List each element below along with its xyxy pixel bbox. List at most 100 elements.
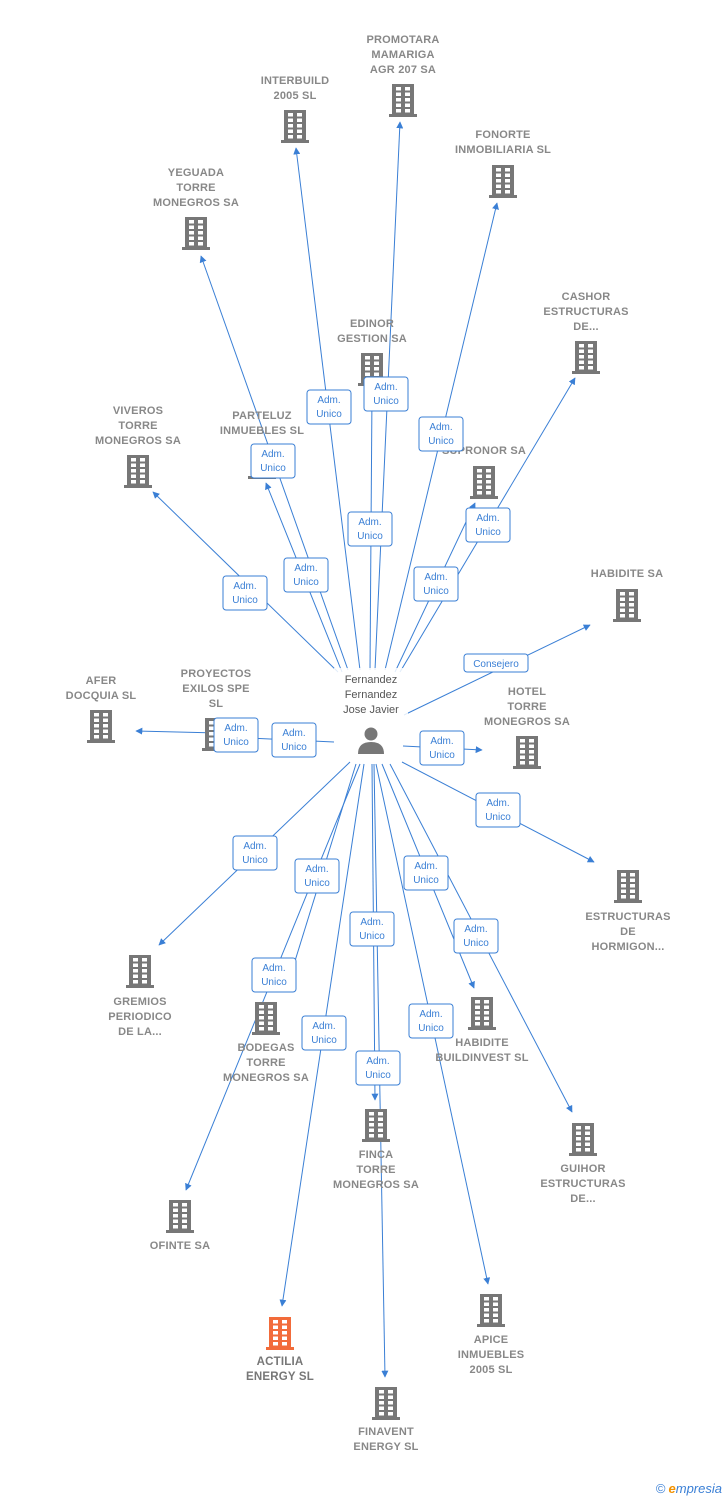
building-icon[interactable] bbox=[372, 1387, 400, 1420]
edge-label-afer[interactable]: Adm.Unico bbox=[213, 717, 259, 753]
edge-label-text: Adm. bbox=[476, 513, 499, 524]
edge-label-gremios[interactable]: Adm.Unico bbox=[232, 835, 278, 871]
edge-label-text: Adm. bbox=[224, 723, 247, 734]
building-body bbox=[473, 466, 495, 498]
edge-label-habidite[interactable]: Consejero bbox=[463, 653, 529, 673]
building-icon[interactable] bbox=[477, 1294, 505, 1327]
building-icon[interactable] bbox=[281, 110, 309, 143]
building-icon[interactable] bbox=[124, 455, 152, 488]
building-icon[interactable] bbox=[613, 589, 641, 622]
edge-label-parteluz[interactable]: Adm.Unico bbox=[283, 557, 329, 593]
empresia-watermark[interactable]: ©empresia bbox=[656, 1481, 722, 1496]
building-icon[interactable] bbox=[166, 1200, 194, 1233]
building-window bbox=[388, 1401, 393, 1405]
building-window bbox=[585, 1137, 590, 1141]
building-body bbox=[255, 1002, 277, 1034]
edge-label-finca[interactable]: Adm.Unico bbox=[349, 911, 395, 947]
company-name-line: ESTRUCTURAS bbox=[543, 306, 628, 318]
edge-label-cashor[interactable]: Adm.Unico bbox=[465, 507, 511, 543]
building-window bbox=[405, 87, 410, 91]
edge-label-interbuild[interactable]: Adm.Unico bbox=[306, 389, 352, 425]
building-icon[interactable] bbox=[182, 217, 210, 250]
building-icon[interactable] bbox=[569, 1123, 597, 1156]
building-window bbox=[529, 744, 534, 748]
building-icon[interactable] bbox=[513, 736, 541, 769]
building-window bbox=[140, 458, 145, 462]
building-window bbox=[173, 1225, 178, 1229]
edge-label-bodegas[interactable]: Adm.Unico bbox=[294, 858, 340, 894]
building-window bbox=[259, 1021, 264, 1025]
building-window bbox=[182, 1214, 187, 1218]
building-window bbox=[131, 458, 136, 462]
building-window bbox=[94, 735, 99, 739]
person-icon[interactable] bbox=[358, 727, 384, 755]
company-node-guihor[interactable]: GUIHORESTRUCTURASDE... bbox=[540, 1123, 625, 1205]
edge-label-actilia[interactable]: Adm.Unico bbox=[301, 1015, 347, 1051]
edge-label-ofinte[interactable]: Adm.Unico bbox=[251, 957, 297, 993]
edge-label-apice[interactable]: Adm.Unico bbox=[408, 1003, 454, 1039]
building-icon[interactable] bbox=[266, 1317, 294, 1350]
company-name-line: ESTRUCTURAS bbox=[540, 1178, 625, 1190]
edge-label-edinor[interactable]: Adm.Unico bbox=[347, 511, 393, 547]
edge-label-estructuras[interactable]: Adm.Unico bbox=[475, 792, 521, 828]
building-icon[interactable] bbox=[362, 1109, 390, 1142]
building-icon[interactable] bbox=[489, 165, 517, 198]
person-label-backdrop bbox=[334, 668, 408, 718]
company-node-cashor[interactable]: CASHORESTRUCTURASDE... bbox=[543, 291, 628, 374]
building-icon[interactable] bbox=[126, 955, 154, 988]
building-window bbox=[484, 1011, 489, 1015]
company-name-line: DE... bbox=[570, 1193, 595, 1205]
edge-label-habidite_bi[interactable]: Adm.Unico bbox=[403, 855, 449, 891]
company-name-line: HOTEL bbox=[508, 686, 546, 698]
company-node-ofinte[interactable]: OFINTE SA bbox=[150, 1200, 210, 1252]
building-icon[interactable] bbox=[389, 84, 417, 117]
building-window bbox=[388, 1406, 393, 1410]
building-icon[interactable] bbox=[572, 341, 600, 374]
building-icon[interactable] bbox=[468, 997, 496, 1030]
edge-label-text: Adm. bbox=[374, 382, 397, 393]
building-icon[interactable] bbox=[470, 466, 498, 499]
building-window bbox=[103, 729, 108, 733]
building-icon[interactable] bbox=[87, 710, 115, 743]
building-window bbox=[103, 718, 108, 722]
building-body bbox=[169, 1200, 191, 1232]
edge-label-proyectos[interactable]: Adm.Unico bbox=[271, 722, 317, 758]
building-icon[interactable] bbox=[614, 870, 642, 903]
edge-label-viveros[interactable]: Adm.Unico bbox=[222, 575, 268, 611]
edge-label-hotel[interactable]: Adm.Unico bbox=[419, 730, 465, 766]
edge-label-text: Adm. bbox=[419, 1009, 442, 1020]
edge-label-text: Adm. bbox=[429, 422, 452, 433]
company-name-line: INTERBUILD bbox=[261, 75, 330, 87]
edge-label-fonorte[interactable]: Adm. Unico bbox=[418, 416, 464, 452]
company-node-supronor[interactable]: SUPRONOR SA bbox=[442, 445, 526, 499]
edge-label-finavent[interactable]: Adm.Unico bbox=[355, 1050, 401, 1086]
building-window bbox=[189, 220, 194, 224]
building-base bbox=[468, 1027, 496, 1030]
edge-label-supronor[interactable]: Adm.Unico bbox=[413, 566, 459, 602]
building-window bbox=[365, 356, 370, 360]
edge-label-text: Unico bbox=[428, 436, 454, 447]
company-node-estructuras[interactable]: ESTRUCTURASDEHORMIGON... bbox=[585, 870, 670, 953]
company-node-habidite[interactable]: HABIDITE SA bbox=[591, 568, 663, 622]
building-icon[interactable] bbox=[252, 1002, 280, 1035]
edge-label-yeguada[interactable]: Adm.Unico bbox=[250, 443, 296, 479]
building-base bbox=[614, 900, 642, 903]
edge-label-promotara[interactable]: Adm.Unico bbox=[363, 376, 409, 412]
edge-label-guihor[interactable]: Adm.Unico bbox=[453, 918, 499, 954]
